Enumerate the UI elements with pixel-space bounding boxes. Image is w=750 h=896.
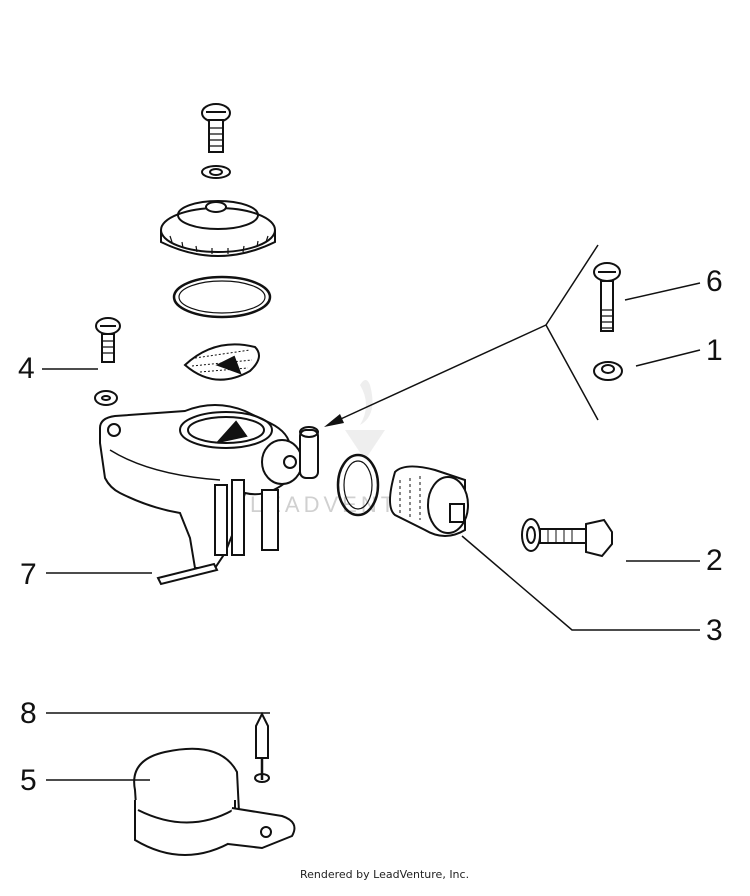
carburetor-body — [99, 404, 319, 569]
float — [133, 747, 296, 856]
callout-4: 4 — [18, 352, 35, 385]
callout-2: 2 — [706, 544, 723, 577]
gasket-ring — [172, 275, 272, 319]
top-screw — [201, 103, 231, 179]
pin — [156, 562, 219, 586]
callout-8: 8 — [20, 697, 37, 730]
watermark-logo — [345, 380, 385, 460]
screw-6 — [593, 262, 621, 332]
arrow-head — [324, 414, 344, 427]
filter-screen — [183, 343, 260, 381]
carburetor-cap — [160, 200, 276, 257]
o-ring — [336, 453, 380, 517]
leader-lines — [42, 244, 701, 781]
sleeve — [389, 465, 469, 537]
callout-6: 6 — [706, 265, 723, 298]
callout-3: 3 — [706, 614, 723, 647]
side-screw — [94, 317, 121, 406]
credit-text: Rendered by LeadVenture, Inc. — [300, 868, 470, 881]
bolt — [521, 518, 613, 558]
callout-5: 5 — [20, 764, 37, 797]
callout-7: 7 — [20, 558, 37, 591]
washer-1 — [593, 361, 623, 381]
needle-valve — [254, 711, 270, 783]
callout-1: 1 — [706, 334, 723, 367]
